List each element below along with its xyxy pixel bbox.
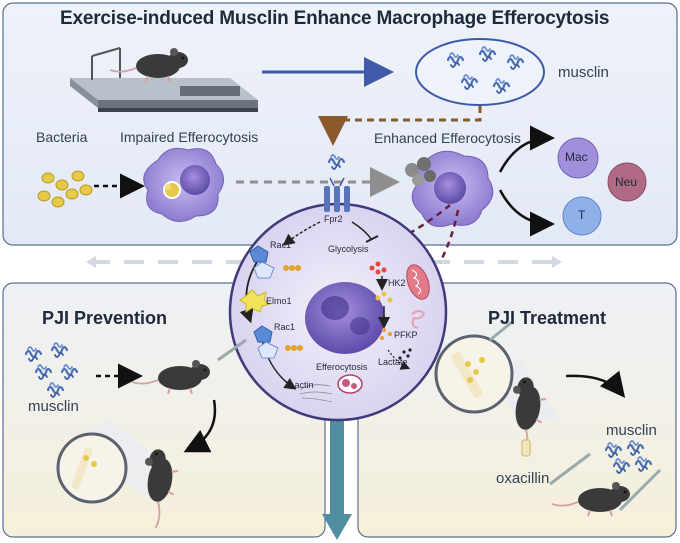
prevention-syringe xyxy=(217,338,247,362)
prevention-magnifier xyxy=(56,432,128,504)
rac1-bottom-label: Rac1 xyxy=(274,322,296,332)
fpr2-receptor xyxy=(324,153,350,212)
down-arrow xyxy=(330,400,344,516)
neu-label: Neu xyxy=(615,175,638,189)
glycolysis-label: Glycolysis xyxy=(328,244,369,254)
bacteria-label: Bacteria xyxy=(36,129,88,145)
treatment-syringe xyxy=(489,320,513,342)
arrow-to-mac xyxy=(498,125,555,173)
neu-cell xyxy=(607,162,647,202)
musclin-ellipse xyxy=(415,38,545,106)
treatment-title: PJI Treatment xyxy=(488,308,607,328)
musclin-to-receptor-arrow xyxy=(318,106,482,146)
bacteria-cluster xyxy=(37,170,93,208)
oxacillin-vial xyxy=(521,439,531,457)
enhanced-macrophage xyxy=(405,150,494,227)
prevention-musclin-label: musclin xyxy=(28,398,79,415)
page-title: Exercise-induced Musclin Enhance Macroph… xyxy=(60,8,610,29)
enhanced-efferocytosis-label: Enhanced Efferocytosis xyxy=(374,130,521,146)
rac1-bottom-shape xyxy=(253,325,273,343)
pfkp-label: PFKP xyxy=(394,330,418,340)
arrow-to-t xyxy=(498,189,555,237)
impaired-efferocytosis-label: Impaired Efferocytosis xyxy=(120,129,259,145)
treadmill-illustration xyxy=(70,47,258,112)
mac-label: Mac xyxy=(565,150,588,164)
elmo1-label: Elmo1 xyxy=(266,296,292,306)
musclin-label: musclin xyxy=(558,64,609,81)
fpr2-label: Fpr2 xyxy=(324,214,343,224)
t-cell xyxy=(562,196,602,236)
oxacillin-label: oxacillin xyxy=(496,470,550,487)
hk2-label: HK2 xyxy=(388,278,406,288)
prevention-title: PJI Prevention xyxy=(42,308,168,328)
t-label: T xyxy=(578,208,586,222)
rac1-top-shape xyxy=(249,245,269,263)
central-cell xyxy=(228,202,448,422)
treatment-musclin-label: musclin xyxy=(606,422,657,439)
rac1-top-label: Rac1 xyxy=(270,240,292,250)
impaired-macrophage xyxy=(143,147,224,222)
mac-cell xyxy=(557,137,599,179)
elmo1-shape xyxy=(239,289,272,313)
factin-label: F-actin xyxy=(286,380,314,390)
efferocytosis-label: Efferocytosis xyxy=(316,362,368,372)
lactate-label: Lactate xyxy=(378,357,408,367)
